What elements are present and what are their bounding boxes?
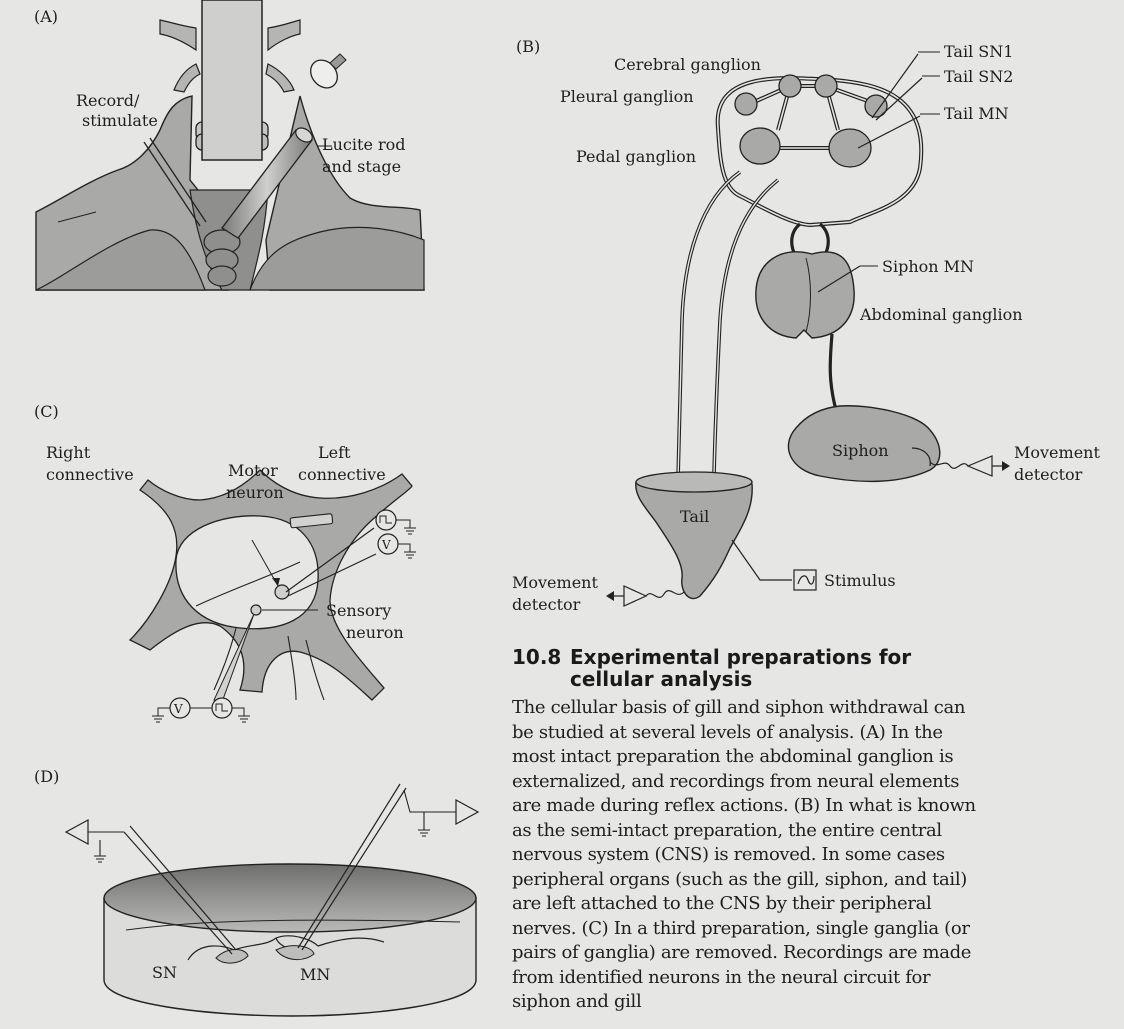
tail-nerve-right-hl <box>714 180 778 480</box>
stimulus-icon <box>794 570 816 590</box>
lucite-label-1: Lucite rod <box>322 135 406 154</box>
tail-arrow-head <box>606 591 614 601</box>
cerebral-ganglion-left <box>779 75 801 97</box>
abdominal-label: Abdominal ganglion <box>859 305 1023 324</box>
tail-mn-label: Tail MN <box>944 104 1009 123</box>
cerebral-ganglion-right <box>815 75 837 97</box>
motor-neuron-label-2: neuron <box>226 483 284 502</box>
sensory-neuron-label-1: Sensory <box>326 601 391 620</box>
siphon-mn-label: Siphon MN <box>882 257 974 276</box>
caption-heading: 10.8 Experimental preparations for cellu… <box>512 646 982 690</box>
tail-sn1-label: Tail SN1 <box>944 42 1013 61</box>
sensory-neuron <box>251 605 261 615</box>
stimulate-label: stimulate <box>82 111 158 130</box>
electrode-sn1 <box>872 54 918 118</box>
tail-movement-label: Movement <box>512 573 598 592</box>
abdominal-ganglion-b <box>756 252 854 338</box>
figure-caption: 10.8 Experimental preparations for cellu… <box>512 646 982 1015</box>
pedal-ganglion-left <box>740 128 780 164</box>
sensory-neuron-label-2: neuron <box>346 623 404 642</box>
left-connective-label-2: connective <box>298 465 386 484</box>
right-connective-label-1: Right <box>46 443 91 462</box>
pedal-label: Pedal ganglion <box>576 147 696 166</box>
siphon-detector-label: detector <box>1014 465 1083 484</box>
tail-sn2-label: Tail SN2 <box>944 67 1013 86</box>
panel-c: (C) V V Right connective <box>34 402 416 722</box>
tail-nerve-right <box>714 180 778 480</box>
lucite-label-2: and stage <box>322 157 401 176</box>
siphon-detector-icon <box>968 456 992 476</box>
amplifier-icon-right <box>456 800 478 824</box>
siphon-arrow-head <box>1002 461 1010 471</box>
amp-ground-right <box>404 790 456 836</box>
tail-organ <box>636 475 752 599</box>
siphon-nerve <box>830 334 836 410</box>
tail-detector-icon <box>624 586 646 606</box>
lamp-icon <box>305 54 346 93</box>
siphon-movement-label: Movement <box>1014 443 1100 462</box>
panel-a-letter: (A) <box>34 7 58 26</box>
pleural-ganglion-left <box>735 93 757 115</box>
record-label: Record/ <box>76 91 140 110</box>
petri-dish-top <box>104 864 476 932</box>
figure-title: Experimental preparations for cellular a… <box>570 646 982 690</box>
ground-icon-2 <box>398 544 416 558</box>
tail-nerve-left-hl <box>678 172 740 480</box>
panel-c-letter: (C) <box>34 402 59 421</box>
panel-b-letter: (B) <box>516 37 540 56</box>
left-connective-label-1: Left <box>318 443 351 462</box>
ground-icon-1 <box>396 520 416 534</box>
caption-body: The cellular basis of gill and siphon wi… <box>512 696 982 1015</box>
tail-cut-end <box>636 472 752 492</box>
electrode-mn <box>858 116 920 148</box>
stimulus-label: Stimulus <box>824 571 896 590</box>
voltmeter-v-bottom: V <box>173 702 183 716</box>
tail-detector-label: detector <box>512 595 581 614</box>
tail-wire <box>646 591 684 598</box>
panel-d-letter: (D) <box>34 767 59 786</box>
amplifier-icon-left <box>66 820 88 844</box>
tail-nerve-left <box>678 172 740 480</box>
tail-label: Tail <box>680 507 709 526</box>
mn-label: MN <box>300 965 330 984</box>
cerebral-label: Cerebral ganglion <box>614 55 761 74</box>
panel-d: (D) SN MN <box>34 767 478 1016</box>
ganglia-inner <box>176 516 318 629</box>
panel-b: (B) <box>512 37 1100 614</box>
ground-icon-3 <box>152 708 170 722</box>
sn-label: SN <box>152 963 177 982</box>
abdominal-ganglion-a <box>204 230 240 286</box>
right-connective-label-2: connective <box>46 465 134 484</box>
ground-icon-4 <box>232 708 250 722</box>
siphon-label: Siphon <box>832 441 889 460</box>
pedal-ganglion-right <box>829 129 871 167</box>
voltmeter-v-top: V <box>381 538 391 552</box>
amp-ground-left <box>88 832 124 862</box>
figure-number: 10.8 <box>512 646 570 690</box>
panel-a: (A) R <box>34 0 424 290</box>
pleural-label: Pleural ganglion <box>560 87 694 106</box>
holder-block <box>202 0 262 160</box>
motor-neuron-label-1: Motor <box>228 461 278 480</box>
stimulus-line <box>732 540 792 580</box>
